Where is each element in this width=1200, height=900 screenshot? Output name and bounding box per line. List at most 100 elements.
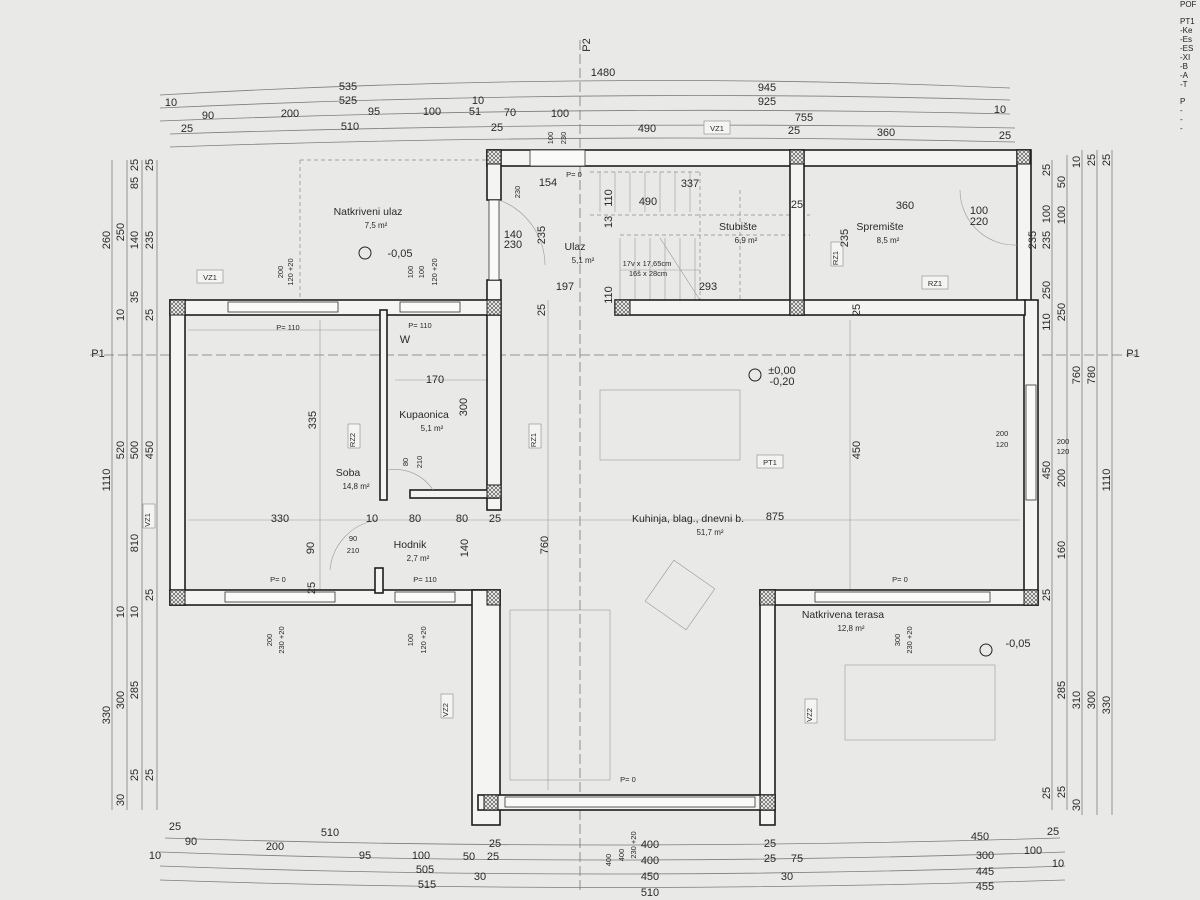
- dimension-bottom: 30: [781, 871, 793, 883]
- dimension-bottom: 25: [1047, 826, 1059, 838]
- dimension-left: 260: [101, 231, 113, 249]
- room-area: 2,7 m²: [407, 554, 430, 563]
- room-name: Ulaz: [564, 241, 585, 253]
- inner-dimension: 100: [970, 205, 988, 217]
- dimension-top: 100: [423, 106, 441, 118]
- legend-line: -: [1180, 115, 1183, 124]
- dimension-top: 200: [281, 108, 299, 120]
- room-name: Natkrivena terasa: [802, 609, 884, 621]
- opening-dimension: 230 +20: [905, 626, 914, 653]
- dimension-bottom: 25: [764, 853, 776, 865]
- axis-label: P1: [1126, 348, 1139, 360]
- dimension-left: 25: [144, 589, 156, 601]
- level-mark: -0,05: [1005, 638, 1030, 650]
- dimension-right: 110: [1041, 313, 1053, 331]
- dimension-bottom: 75: [791, 853, 803, 865]
- dimension-right: 50: [1056, 176, 1068, 188]
- inner-dimension: 235: [839, 229, 851, 247]
- inner-dimension: 490: [639, 196, 657, 208]
- dimension-left: 25: [144, 309, 156, 321]
- tag-box: [804, 698, 818, 724]
- dimension-right: 310: [1071, 691, 1083, 709]
- inner-dimension: 140: [459, 539, 471, 557]
- opening-dimension: 120: [996, 440, 1009, 449]
- dimension-right: 25: [1101, 154, 1113, 166]
- sill-height: P= 110: [276, 323, 299, 332]
- dimension-top: 51: [469, 106, 481, 118]
- dimension-top: 525: [339, 95, 357, 107]
- dimension-bottom: 50: [463, 851, 475, 863]
- inner-dimension: 170: [426, 374, 444, 386]
- dimension-top: 25: [788, 125, 800, 137]
- opening-dimension: 120 +20: [419, 626, 428, 653]
- dimension-left: 810: [129, 534, 141, 552]
- dimension-right: 30: [1071, 799, 1083, 811]
- opening-dimension: 400: [617, 849, 626, 862]
- inner-dimension: 110: [603, 286, 615, 304]
- sill-height: P= 0: [566, 170, 582, 179]
- dimension-bottom: 510: [321, 827, 339, 839]
- dimension-bottom: 10: [1052, 858, 1064, 870]
- room-area: 6,9 m²: [735, 236, 758, 245]
- inner-dimension: 230: [504, 239, 522, 251]
- dimension-bottom: 25: [169, 821, 181, 833]
- dimension-left: 25: [144, 159, 156, 171]
- tag-box: [830, 241, 844, 267]
- inner-dimension: 200: [1057, 437, 1070, 446]
- opening-dimension: 200: [996, 429, 1009, 438]
- inner-dimension: 80: [401, 458, 410, 466]
- sill-height: P= 110: [408, 321, 431, 330]
- dimension-top: 70: [504, 107, 516, 119]
- dimension-top: 95: [368, 106, 380, 118]
- room-area: 8,5 m²: [877, 236, 900, 245]
- dimension-left: 25: [129, 159, 141, 171]
- stairs: [590, 171, 810, 301]
- dimension-bottom: 25: [764, 838, 776, 850]
- inner-dimension: 110: [603, 189, 615, 207]
- dimension-right: 25: [1041, 164, 1053, 176]
- tag-box: [440, 693, 454, 719]
- dimension-top: 10: [165, 97, 177, 109]
- tag-box: [142, 503, 156, 529]
- inner-dimension: 140: [504, 229, 522, 241]
- axis-lines: [90, 40, 1140, 890]
- dimension-top: 535: [339, 81, 357, 93]
- dimension-left: 250: [115, 223, 127, 241]
- room-area: 14,8 m²: [342, 482, 369, 491]
- dimension-top: 755: [795, 112, 813, 124]
- inner-dimension: 120: [1057, 447, 1070, 456]
- dimension-top: 945: [758, 82, 776, 94]
- room-name: Kupaonica: [399, 409, 449, 421]
- inner-dimension: 25: [489, 513, 501, 525]
- opening-dimension: 300: [893, 634, 902, 647]
- level-mark: -0,05: [387, 248, 412, 260]
- inner-dimension: 25: [791, 199, 803, 211]
- dimension-top: 25: [999, 130, 1011, 142]
- dimension-right: 25: [1041, 589, 1053, 601]
- dimension-bottom: 400: [604, 854, 613, 867]
- inner-dimension: 300: [458, 398, 470, 416]
- dimension-right: 235: [1027, 231, 1039, 249]
- dimension-right: 285: [1056, 681, 1068, 699]
- element-tag: VZ1: [710, 124, 724, 133]
- door-swings: [329, 189, 1018, 571]
- dimension-right: 25: [1086, 154, 1098, 166]
- tag-box: [703, 120, 731, 135]
- inner-dimension: 360: [896, 200, 914, 212]
- dimension-left: 520: [115, 441, 127, 459]
- inner-dimension: 330: [271, 513, 289, 525]
- inner-dimension: 760: [539, 536, 551, 554]
- level-mark: ±0,00: [768, 365, 795, 377]
- inner-dimension: 90: [349, 534, 357, 543]
- legend-line: -: [1180, 124, 1183, 133]
- room-area: 7,5 m²: [365, 221, 388, 230]
- inner-dimension: 13: [603, 216, 615, 228]
- dimension-top: 100: [546, 132, 555, 145]
- element-tag: VZ2: [805, 708, 814, 722]
- element-tag: RZ1: [529, 433, 538, 447]
- legend-line: -: [1180, 106, 1183, 115]
- inner-dimension: 230: [513, 186, 522, 199]
- dimension-left: 10: [115, 309, 127, 321]
